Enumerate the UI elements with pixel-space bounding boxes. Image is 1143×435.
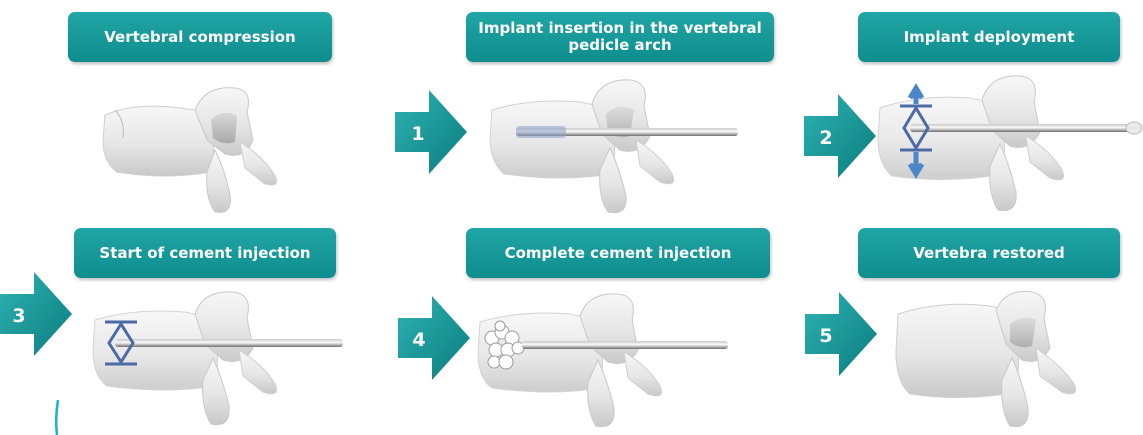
decorative-line xyxy=(55,400,59,435)
step-title-complete-cement: Complete cement injection xyxy=(466,228,770,278)
step-number-1: 1 xyxy=(403,123,433,145)
step-number-2: 2 xyxy=(811,127,841,149)
insertion-illustration xyxy=(480,70,740,220)
step-title-implant-deployment: Implant deployment xyxy=(858,12,1120,62)
vertebra-illustration xyxy=(95,80,320,220)
step-number-3: 3 xyxy=(4,305,34,327)
step-title-vertebral-compression: Vertebral compression xyxy=(68,12,332,62)
step-number-5: 5 xyxy=(811,325,841,347)
step-title-implant-insertion: Implant insertion in the vertebral pedic… xyxy=(466,12,774,62)
vertebra-restored-illustration xyxy=(890,288,1090,434)
cement-start-illustration xyxy=(85,286,345,432)
deployment-illustration xyxy=(870,68,1143,218)
cement-complete-illustration xyxy=(470,288,730,434)
step-title-start-cement: Start of cement injection xyxy=(74,228,336,278)
step-number-4: 4 xyxy=(404,329,434,351)
step-title-vertebra-restored: Vertebra restored xyxy=(858,228,1120,278)
